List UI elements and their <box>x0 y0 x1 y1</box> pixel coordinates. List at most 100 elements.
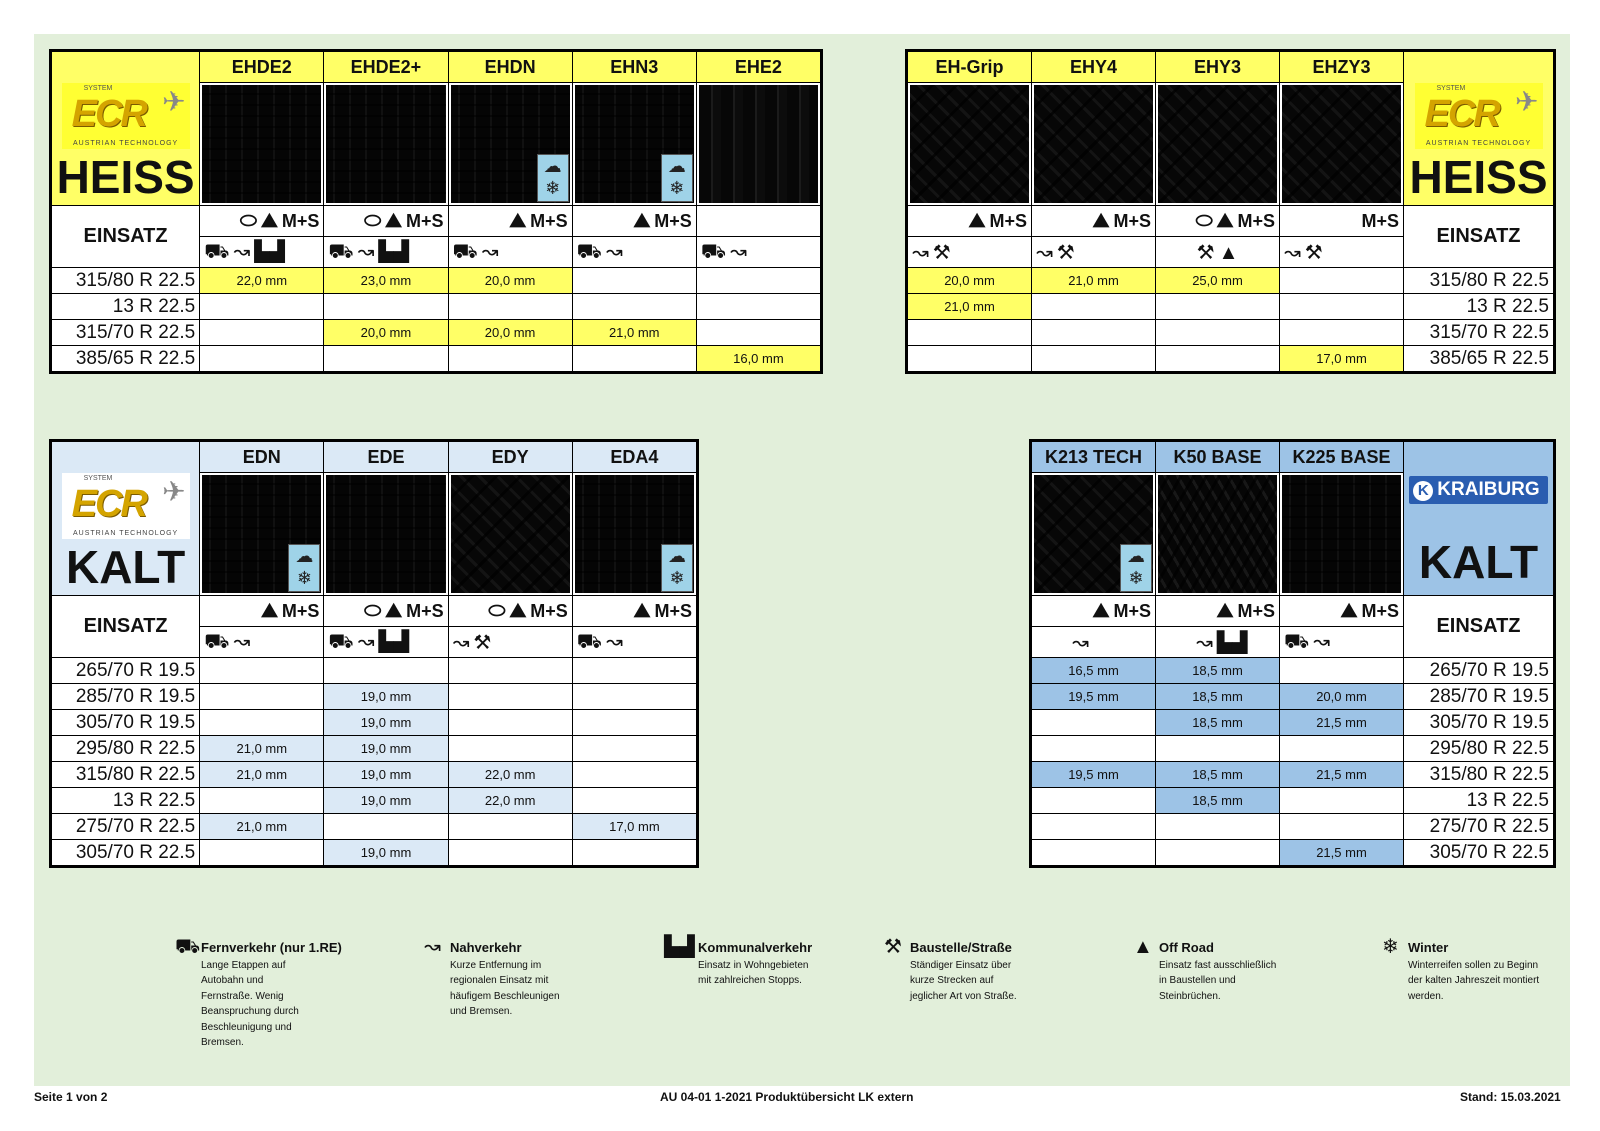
usage-icons: ⛟↝ <box>1279 626 1404 658</box>
model-header: K225 BASE <box>1279 441 1404 473</box>
tread-depth-cell <box>907 345 1032 372</box>
tread-depth-cell <box>447 345 573 372</box>
tire-side-icon: ⬭ <box>239 209 258 232</box>
tread-depth-cell <box>199 657 325 684</box>
tread-depth-cell: 16,5 mm <box>1031 657 1156 684</box>
curvy-road-icon: ↝ <box>424 936 441 958</box>
tread-depth-cell <box>199 319 325 346</box>
usage-icons: ↝⚒ <box>1031 236 1156 268</box>
tread-depth-cell <box>695 267 822 294</box>
heiss-right-table: EH-Grip EHY4 EHY3 EHZY3 SYSTEM ECR ✈ AUS… <box>905 49 1556 374</box>
tread-depth-cell <box>571 735 698 762</box>
tread-depth-cell <box>1031 293 1156 320</box>
table-row: 265/70 R 19.5 <box>50 657 698 684</box>
tread-depth-cell <box>571 683 698 710</box>
tire-tread-image <box>326 85 446 203</box>
tire-tread-image <box>1282 475 1401 593</box>
tread-depth-cell: 20,0 mm <box>447 267 573 294</box>
tread-depth-cell <box>571 709 698 736</box>
kalt-label: KALT <box>1418 536 1539 588</box>
tire-tread-image <box>202 85 322 203</box>
curvy-road-icon: ↝ <box>357 630 375 653</box>
tire-size-cell: 285/70 R 19.5 <box>50 683 201 710</box>
mountain-snowflake-icon: ⛰ <box>1216 599 1234 622</box>
tire-size-cell: 315/80 R 22.5 <box>50 761 201 788</box>
eagle-icon: ✈ <box>162 86 186 117</box>
tire-image <box>1155 82 1280 206</box>
tire-size-cell: 265/70 R 19.5 <box>50 657 201 684</box>
tread-depth-cell <box>1279 657 1404 684</box>
tire-tread-image <box>1034 85 1153 203</box>
usage-icons: ⛟↝▙▟ <box>323 236 449 268</box>
table-row: 275/70 R 22.5 <box>1031 813 1554 840</box>
tread-depth-cell <box>199 345 325 372</box>
tire-tread-image <box>1158 85 1277 203</box>
tread-depth-cell: 21,5 mm <box>1279 761 1404 788</box>
tread-depth-cell: 20,0 mm <box>447 319 573 346</box>
tread-depth-cell <box>571 293 697 320</box>
tread-depth-cell: 21,0 mm <box>199 813 325 840</box>
winter-weather-icon: ☁❄ <box>536 154 569 202</box>
table-row: 315/70 R 22.5 <box>907 319 1554 346</box>
tread-depth-cell: 22,0 mm <box>199 267 325 294</box>
curvy-road-icon: ↝ <box>233 240 251 263</box>
tread-depth-cell <box>1155 345 1280 372</box>
usage-icons: ⛟↝ <box>447 236 573 268</box>
usage-badges: ⬭⛰M+S <box>323 205 449 237</box>
construction-worker-icon: ⚒ <box>932 241 951 264</box>
tread-depth-cell <box>447 735 573 762</box>
tire-image <box>1279 472 1404 596</box>
tire-size-cell: 285/70 R 19.5 <box>1403 683 1554 710</box>
tire-size-cell: 305/70 R 22.5 <box>50 839 201 866</box>
kalt-label: KALT <box>65 541 186 593</box>
usage-badges: ⛰M+S <box>571 595 698 627</box>
usage-icons: ↝ <box>1031 626 1156 658</box>
tread-depth-cell <box>695 293 822 320</box>
tread-depth-cell <box>695 319 822 346</box>
tire-size-cell: 315/80 R 22.5 <box>1403 267 1554 294</box>
off-road-icon: ▲ <box>1218 241 1239 264</box>
model-header: EHDN <box>447 51 573 83</box>
curvy-road-icon: ↝ <box>605 630 623 653</box>
usage-badges: ⛰M+S <box>1031 595 1156 627</box>
usage-badges: ⛰M+S <box>1155 595 1280 627</box>
usage-icons: ⛟↝▙▟ <box>323 626 449 658</box>
tire-side-icon: ⬭ <box>364 599 382 622</box>
table-row: 13 R 22.5 <box>50 293 822 320</box>
tread-depth-cell <box>447 813 573 840</box>
tread-depth-cell: 19,5 mm <box>1031 683 1156 710</box>
winter-weather-icon: ☁❄ <box>660 154 693 202</box>
tire-image: ☁❄ <box>447 82 573 206</box>
tire-size-cell: 305/70 R 19.5 <box>1403 709 1554 736</box>
tread-depth-cell: 19,5 mm <box>1031 761 1156 788</box>
mountain-snowflake-icon: ⛰ <box>385 209 402 232</box>
tread-depth-cell: 21,0 mm <box>199 761 325 788</box>
tread-depth-cell <box>323 293 449 320</box>
ecr-brand-cell: SYSTEM ECR ✈ AUSTRIAN TECHNOLOGY KALT <box>50 441 201 596</box>
model-header: EH-Grip <box>907 51 1032 83</box>
tire-tread-image <box>1034 475 1153 593</box>
curvy-road-icon: ↝ <box>481 240 499 263</box>
tread-depth-cell <box>1279 267 1404 294</box>
mountain-snowflake-icon: ⛰ <box>385 599 403 622</box>
city-icon: ▙▟ <box>254 240 285 263</box>
model-header: K50 BASE <box>1155 441 1280 473</box>
legend-item: ▙▟ Kommunalverkehr Einsatz in Wohngebiet… <box>664 936 813 986</box>
off-road-icon: ▲ <box>1133 936 1153 958</box>
ecr-logo: SYSTEM ECR ✈ AUSTRIAN TECHNOLOGY <box>61 473 190 539</box>
tire-image: ☁❄ <box>571 82 697 206</box>
tread-depth-cell <box>571 839 698 866</box>
legend-item: ⚒ Baustelle/Straße Ständiger Einsatz übe… <box>884 936 1017 1002</box>
tire-side-icon: ⬭ <box>1195 209 1213 232</box>
